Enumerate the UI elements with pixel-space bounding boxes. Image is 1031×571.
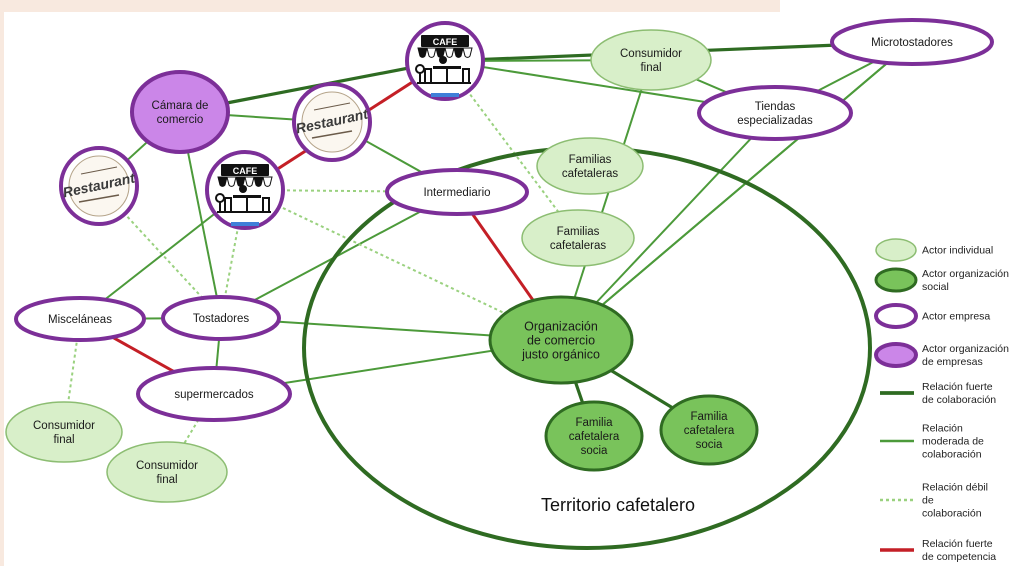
node-label-supermercados: supermercados bbox=[174, 389, 254, 401]
node-label-tostadores: Tostadores bbox=[193, 313, 250, 325]
node-tostadores: Tostadores bbox=[161, 295, 281, 341]
top-band bbox=[0, 0, 780, 12]
legend-item-individual: Actor individual bbox=[875, 238, 993, 262]
cafe-icon-cafe_left: CAFE bbox=[205, 150, 285, 230]
restaurant-icon-restaurant_top: Restaurant bbox=[292, 82, 372, 162]
node-label-micro: Microtostadores bbox=[871, 37, 953, 49]
left-band bbox=[0, 0, 4, 566]
node-label-intermediario: Intermediario bbox=[423, 187, 490, 199]
legend-label-empresa: Actor empresa bbox=[922, 311, 990, 323]
edge-consumidor_top-organizacion bbox=[560, 59, 652, 341]
node-label-miscelaneas: Misceláneas bbox=[48, 314, 112, 326]
edge-cafe_left-organizacion bbox=[244, 189, 562, 341]
node-supermercados: supermercados bbox=[136, 366, 292, 422]
territory-label: Territorio cafetalero bbox=[541, 495, 695, 515]
cafe-icon-cafe_top: CAFE bbox=[405, 21, 485, 101]
edge-intermediario-tostadores bbox=[220, 191, 458, 319]
legend-label-individual: Actor individual bbox=[922, 245, 993, 257]
edge-micro-organizacion bbox=[560, 41, 913, 341]
legend-item-empresa: Actor empresa bbox=[874, 303, 990, 329]
cafe-sign: CAFE bbox=[233, 166, 258, 176]
restaurant-icon-restaurant_left: Restaurant bbox=[59, 146, 139, 226]
cafe-sign: CAFE bbox=[433, 37, 458, 47]
node-miscelaneas: Misceláneas bbox=[14, 296, 146, 342]
node-intermediario: Intermediario bbox=[385, 168, 529, 216]
node-micro: Microtostadores bbox=[830, 18, 994, 66]
